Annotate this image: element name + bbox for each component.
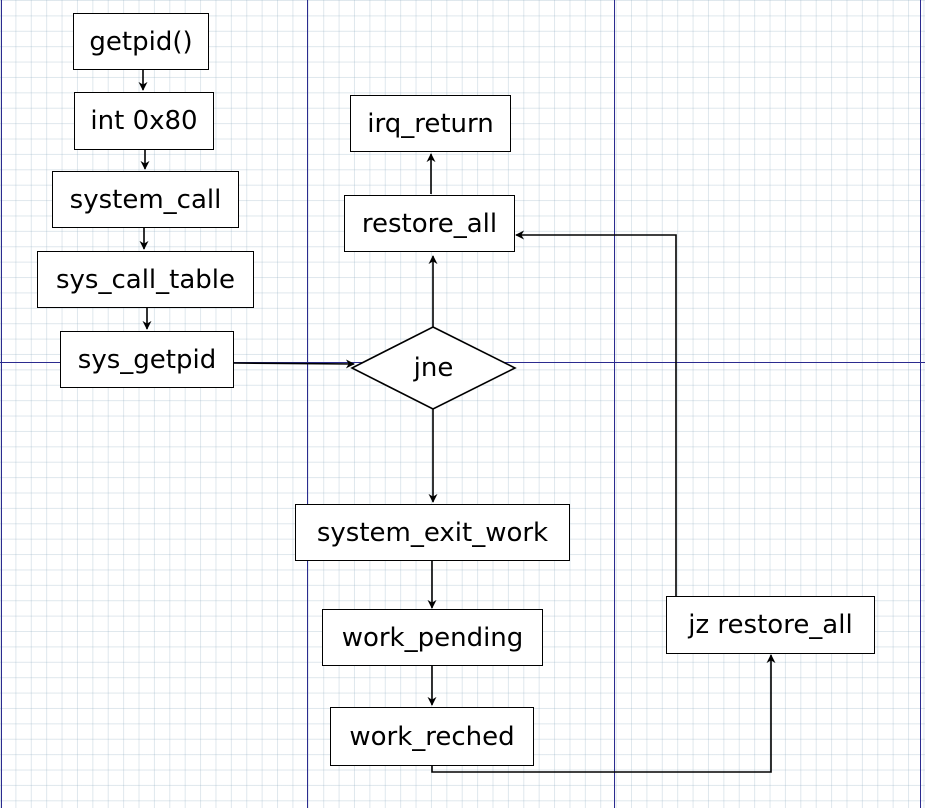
node-label: int 0x80 xyxy=(90,106,198,136)
node-irq-return[interactable]: irq_return xyxy=(350,95,511,152)
edge-work-reched-to-jz-restore-all xyxy=(431,654,776,773)
vertical-guide-line xyxy=(307,0,308,808)
edge-sys-getpid-to-jne xyxy=(232,359,355,369)
node-jz-restore-all[interactable]: jz restore_all xyxy=(666,596,875,654)
node-label: jz restore_all xyxy=(688,610,853,640)
vertical-guide-line xyxy=(920,0,921,808)
node-getpid[interactable]: getpid() xyxy=(73,13,209,70)
jne-decision-diamond[interactable] xyxy=(350,326,517,410)
vertical-guide-line xyxy=(1,0,2,808)
node-system-call[interactable]: system_call xyxy=(52,171,239,228)
node-label: sys_call_table xyxy=(55,264,235,295)
node-label: work_pending xyxy=(341,622,524,653)
node-work-reched[interactable]: work_reched xyxy=(330,707,534,766)
node-system-exit-work[interactable]: system_exit_work xyxy=(295,504,570,561)
node-label: system_call xyxy=(69,184,222,215)
node-label: sys_getpid xyxy=(77,344,217,375)
node-work-pending[interactable]: work_pending xyxy=(322,609,543,666)
node-label: restore_all xyxy=(361,208,498,239)
node-sys-getpid[interactable]: sys_getpid xyxy=(60,331,234,388)
node-label: irq_return xyxy=(367,108,494,139)
node-label: work_reched xyxy=(349,721,515,752)
node-label: system_exit_work xyxy=(316,517,549,548)
node-restore-all[interactable]: restore_all xyxy=(344,195,515,252)
node-label: getpid() xyxy=(89,26,193,57)
jne-decision-label: jne xyxy=(413,353,454,383)
vertical-guide-line xyxy=(614,0,615,808)
node-int-0x80[interactable]: int 0x80 xyxy=(74,92,214,150)
node-sys-call-table[interactable]: sys_call_table xyxy=(37,251,254,308)
edge-jz-restore-all-to-restore-all xyxy=(515,230,677,596)
